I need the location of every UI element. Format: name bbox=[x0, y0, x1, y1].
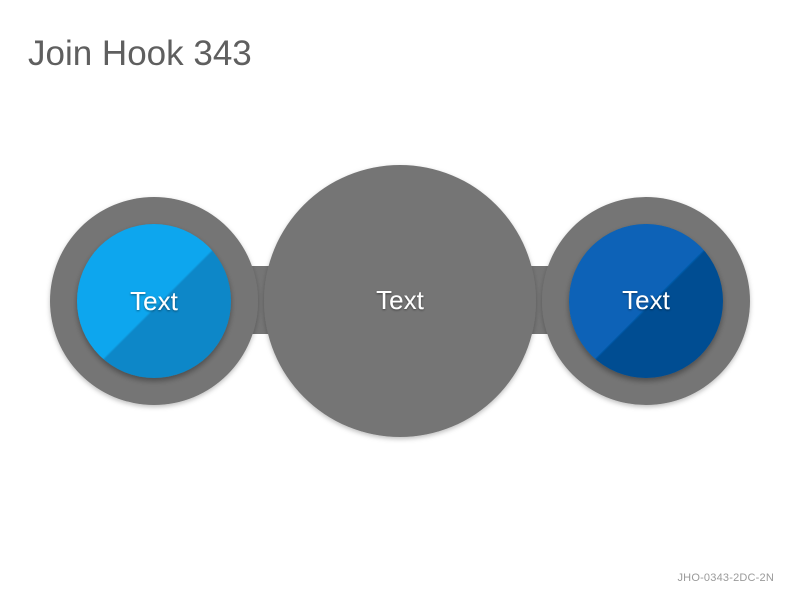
left-inner-blue-circle bbox=[77, 224, 231, 378]
slide-code: JHO-0343-2DC-2N bbox=[677, 572, 774, 584]
page-title: Join Hook 343 bbox=[28, 34, 252, 73]
center-large-gray-circle bbox=[264, 165, 536, 437]
center-node-label: Text bbox=[376, 285, 424, 315]
right-node-label: Text bbox=[622, 285, 670, 315]
left-node-label: Text bbox=[130, 286, 178, 316]
right-inner-blue-circle bbox=[569, 224, 723, 378]
